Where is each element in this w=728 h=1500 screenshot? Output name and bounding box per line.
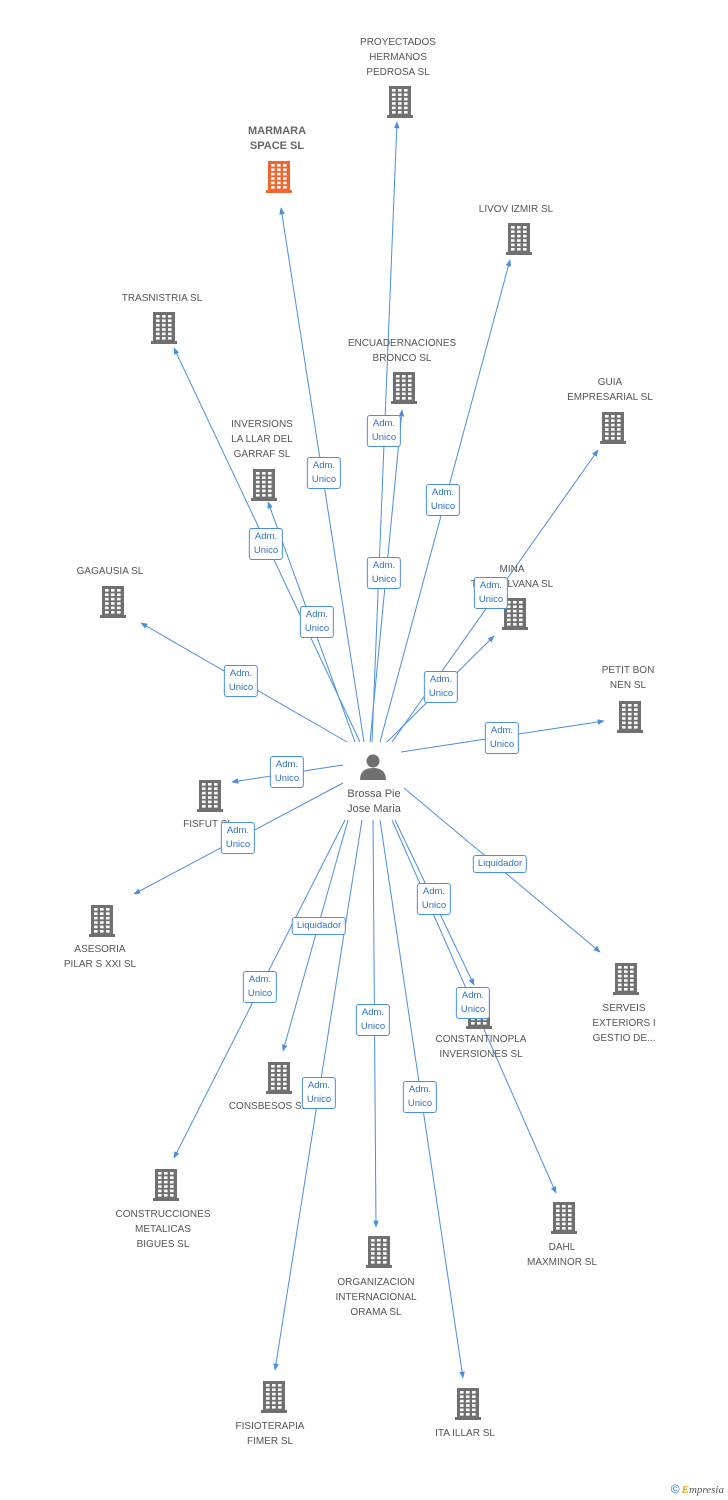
building-icon-itaillar[interactable] bbox=[455, 1388, 481, 1420]
building-icon-proyectados[interactable] bbox=[387, 86, 413, 118]
building-icon-inversions[interactable] bbox=[251, 469, 277, 501]
company-label-trasnistria[interactable]: TRASNISTRIA SL bbox=[121, 293, 203, 304]
relation-badge-asesoria[interactable]: Adm. Unico bbox=[220, 822, 256, 854]
relation-badge-proyectados[interactable]: Adm. Unico bbox=[366, 557, 402, 589]
brand-name: mpresia bbox=[688, 1484, 724, 1496]
company-label-dahl[interactable]: DAHL MAXMINOR SL bbox=[526, 1242, 598, 1268]
company-label-fisioterapia[interactable]: FISIOTERAPIA FIMER SL bbox=[235, 1421, 305, 1447]
building-icon-serveis[interactable] bbox=[613, 963, 639, 995]
relation-badge-petitbon[interactable]: Adm. Unico bbox=[484, 722, 520, 754]
relation-badge-mina[interactable]: Adm. Unico bbox=[423, 671, 459, 703]
company-label-inversions[interactable]: INVERSIONS LA LLAR DEL GARRAF SL bbox=[231, 419, 293, 460]
relation-badge-construcciones[interactable]: Adm. Unico bbox=[242, 971, 278, 1003]
company-label-consbesos[interactable]: CONSBESOS SL bbox=[228, 1101, 308, 1112]
building-icon-consbesos[interactable] bbox=[266, 1062, 292, 1094]
relation-badge-organizacion[interactable]: Adm. Unico bbox=[355, 1004, 391, 1036]
building-icon-gagausia[interactable] bbox=[100, 586, 126, 618]
edges-layer bbox=[133, 121, 605, 1379]
brand-logo: Empresia bbox=[682, 1484, 724, 1496]
building-icon-livov[interactable] bbox=[506, 223, 532, 255]
company-label-marmara[interactable]: MARMARA SPACE SL bbox=[247, 125, 307, 152]
company-label-construcciones[interactable]: CONSTRUCCIONES METALICAS BIGUES SL bbox=[115, 1209, 211, 1250]
relation-badge-itaillar[interactable]: Adm. Unico bbox=[402, 1081, 438, 1113]
building-icon-guia[interactable] bbox=[600, 412, 626, 444]
company-label-serveis[interactable]: SERVEIS EXTERIORS I GESTIO DE... bbox=[592, 1003, 656, 1044]
relation-badge-constantinopla[interactable]: Adm. Unico bbox=[416, 883, 452, 915]
relation-badge-encuadernaciones[interactable]: Adm. Unico bbox=[366, 415, 402, 447]
company-label-gagausia[interactable]: GAGAUSIA SL bbox=[76, 566, 144, 577]
relation-badge-dahl[interactable]: Adm. Unico bbox=[455, 987, 491, 1019]
relation-badge-fisioterapia[interactable]: Adm. Unico bbox=[301, 1077, 337, 1109]
brand-initial: E bbox=[681, 1484, 689, 1496]
building-icon-fisioterapia[interactable] bbox=[261, 1381, 287, 1413]
person-icon[interactable] bbox=[360, 754, 386, 781]
company-label-proyectados[interactable]: PROYECTADOS HERMANOS PEDROSA SL bbox=[360, 37, 436, 78]
building-icon-marmara[interactable] bbox=[266, 161, 292, 193]
footer-brand[interactable]: ©Empresia bbox=[671, 1482, 724, 1496]
company-label-encuadernaciones[interactable]: ENCUADERNACIONES BRONCO SL bbox=[347, 338, 457, 364]
relation-badge-marmara[interactable]: Adm. Unico bbox=[306, 457, 342, 489]
company-label-petitbon[interactable]: PETIT BON NEN SL bbox=[601, 665, 655, 691]
relation-badge-trasnistria[interactable]: Adm. Unico bbox=[248, 528, 284, 560]
relation-badge-inversions[interactable]: Adm. Unico bbox=[299, 606, 335, 638]
building-icon-encuadernaciones[interactable] bbox=[391, 372, 417, 404]
copyright-symbol: © bbox=[670, 1482, 680, 1496]
person-label[interactable]: Brossa Pie Jose Maria bbox=[347, 788, 401, 815]
company-label-constantinopla[interactable]: CONSTANTINOPLA INVERSIONES SL bbox=[435, 1034, 527, 1060]
company-label-asesoria[interactable]: ASESORIA PILAR S XXI SL bbox=[63, 944, 137, 970]
building-icon-fisfut[interactable] bbox=[197, 780, 223, 812]
nodes-layer bbox=[89, 86, 643, 1420]
company-label-guia[interactable]: GUIA EMPRESARIAL SL bbox=[567, 377, 653, 403]
building-icon-mina[interactable] bbox=[502, 598, 528, 630]
building-icon-organizacion[interactable] bbox=[366, 1236, 392, 1268]
building-icon-petitbon[interactable] bbox=[617, 701, 643, 733]
relation-badge-guia[interactable]: Adm. Unico bbox=[473, 577, 509, 609]
relation-badge-livov[interactable]: Adm. Unico bbox=[425, 484, 461, 516]
edge-to-consbesos bbox=[282, 819, 349, 1052]
building-icon-construcciones[interactable] bbox=[153, 1169, 179, 1201]
relation-badge-consbesos[interactable]: Liquidador bbox=[291, 917, 347, 935]
building-icon-asesoria[interactable] bbox=[89, 905, 115, 937]
company-label-livov[interactable]: LIVOV IZMIR SL bbox=[478, 204, 554, 215]
building-icon-dahl[interactable] bbox=[551, 1202, 577, 1234]
company-label-organizacion[interactable]: ORGANIZACION INTERNACIONAL ORAMA SL bbox=[335, 1277, 417, 1318]
relation-badge-serveis[interactable]: Liquidador bbox=[472, 855, 528, 873]
relation-badge-fisfut[interactable]: Adm. Unico bbox=[269, 756, 305, 788]
building-icon-trasnistria[interactable] bbox=[151, 312, 177, 344]
relation-badge-gagausia[interactable]: Adm. Unico bbox=[223, 665, 259, 697]
company-label-itaillar[interactable]: ITA ILLAR SL bbox=[435, 1428, 495, 1439]
